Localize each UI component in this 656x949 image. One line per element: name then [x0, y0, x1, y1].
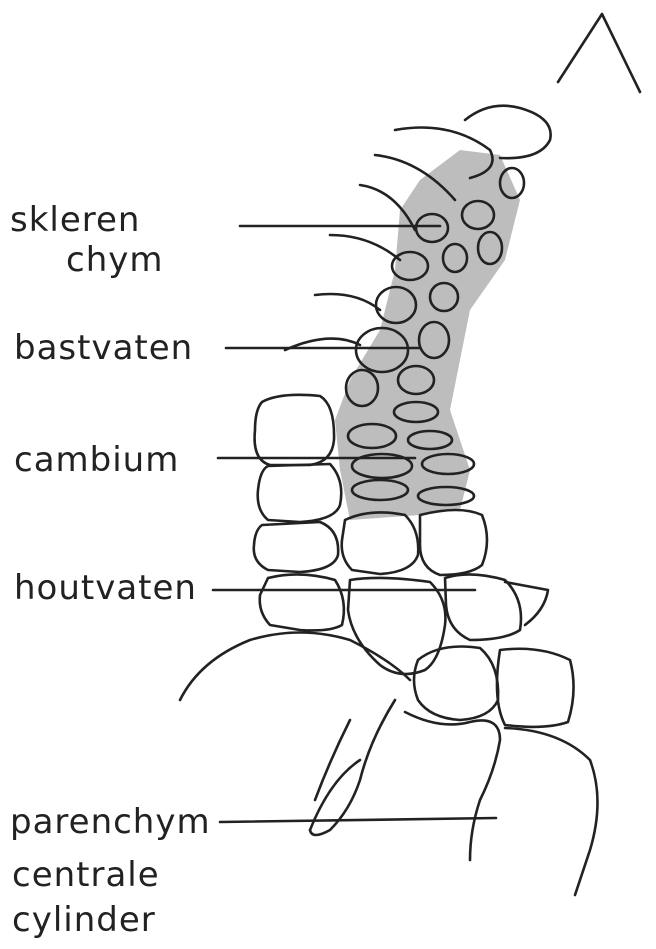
chevron-up-icon [558, 14, 640, 92]
cell [445, 574, 521, 640]
cell [255, 395, 334, 465]
cell [420, 510, 487, 575]
cell [414, 647, 498, 721]
cell [405, 712, 500, 860]
outer-cell-wall [330, 235, 400, 260]
outer-cell-wall [315, 294, 380, 310]
label-cylinder: cylinder [12, 900, 156, 940]
cell [505, 728, 598, 895]
label-bastvaten: bastvaten [14, 328, 193, 368]
cell [348, 578, 445, 674]
label-centrale: centrale [12, 855, 160, 895]
outer-cell-wall [465, 106, 551, 158]
cell [310, 700, 395, 835]
label-cambium: cambium [14, 440, 179, 480]
cell [254, 522, 338, 572]
cell [342, 512, 419, 574]
label-parenchym: parenchym [10, 802, 211, 842]
label-skleren-line2: chym [66, 240, 163, 280]
label-skleren-line1: skleren [10, 200, 140, 240]
cell [497, 649, 574, 727]
cell [258, 464, 342, 522]
leader-line-parenchym [220, 818, 496, 822]
label-houtvaten: houtvaten [14, 568, 197, 608]
cell [180, 633, 410, 701]
cell [260, 574, 344, 630]
